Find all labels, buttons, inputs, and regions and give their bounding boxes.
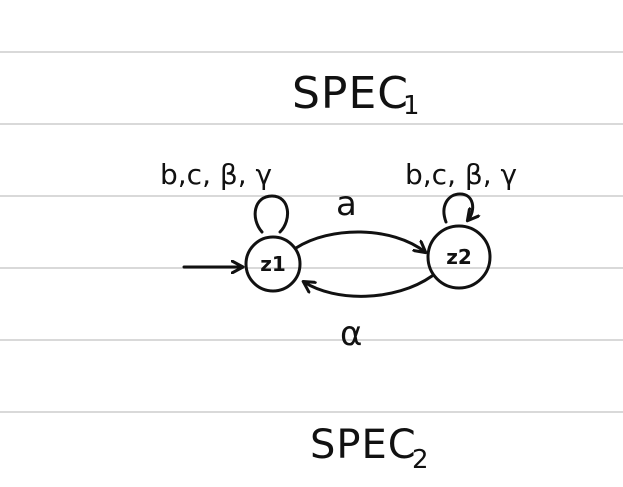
- state-z1: [244, 235, 302, 293]
- transition-z2-to-z1: [304, 274, 434, 298]
- state-z2: [426, 224, 492, 290]
- transition-z1-to-z2: [294, 230, 425, 252]
- spec2-title: SPEC: [310, 422, 417, 468]
- spec1-subscript: 1: [403, 91, 420, 121]
- state-z1-label: z1: [260, 252, 286, 276]
- self-loop-z1: [253, 194, 289, 234]
- ruled-lines: [0, 51, 623, 413]
- spec2-subscript: 2: [412, 445, 429, 475]
- self-loop-z2: [442, 192, 473, 224]
- spec1-title: SPEC: [292, 68, 409, 119]
- state-z2-label: z2: [446, 245, 472, 269]
- loop-label-z1: b,c, β, γ: [160, 158, 272, 191]
- transition-label-top: a: [336, 184, 357, 224]
- transition-label-bottom: α: [340, 314, 362, 354]
- loop-label-z2: b,c, β, γ: [405, 158, 517, 191]
